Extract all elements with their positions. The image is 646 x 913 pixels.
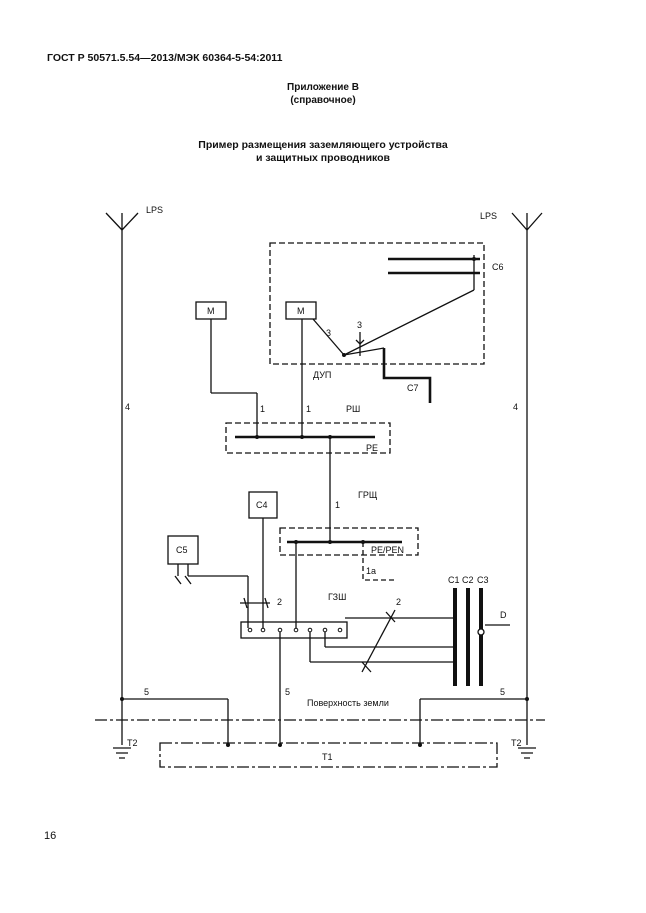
label-n5-left: 5 [144,687,149,697]
label-n3a: 3 [326,328,331,338]
label-n1a-sub: 1a [366,566,376,576]
label-c3: C3 [477,575,489,585]
grsch-enclosure [279,527,419,556]
label-t1: T1 [322,752,333,762]
label-c6: C6 [492,262,504,272]
t2-right-ground [518,747,536,759]
label-n4-left: 4 [125,402,130,412]
label-n5-right: 5 [500,687,505,697]
gzsh-bar [240,621,348,639]
figure-title: Пример размещения заземляющего устройств… [0,139,646,165]
label-c5: C5 [176,545,188,555]
label-n4-right: 4 [513,402,518,412]
label-c2: C2 [462,575,474,585]
label-motor-right: M [297,306,305,316]
label-c7: C7 [407,383,419,393]
label-n2b: 2 [396,597,401,607]
label-n1a: 1 [260,404,265,414]
appendix-heading: Приложение В (справочное) [0,81,646,107]
label-t2-left: T2 [127,738,138,748]
motor-right [285,301,317,320]
label-c4: C4 [256,500,268,510]
t2-left-ground [113,747,131,759]
appendix-note: (справочное) [290,95,356,106]
lps-right-terminal [511,212,543,231]
label-ground-surface: Поверхность земли [307,698,389,708]
figure-title-line2: и защитных проводников [255,152,391,164]
label-n3b: 3 [357,320,362,330]
rsh-enclosure [225,422,391,454]
label-c1: C1 [448,575,460,585]
c5-box [167,535,199,565]
label-d: D [500,610,507,620]
standard-header: ГОСТ Р 50571.5.54—2013/МЭК 60364-5-54:20… [47,52,283,64]
label-pe: PE [366,443,378,453]
label-motor-left: M [207,306,215,316]
label-lps-left: LPS [146,205,163,215]
label-dup: ДУП [313,370,331,380]
dup-enclosure [269,242,485,365]
label-n1b: 1 [306,404,311,414]
lps-left-terminal [105,212,139,231]
page-number: 16 [44,830,57,842]
appendix-title: Приложение В [287,82,359,93]
t1-electrode [159,742,498,768]
label-grsch: ГРЩ [358,490,378,500]
label-n1c: 1 [335,500,340,510]
label-rsh: РШ [346,404,360,414]
label-lps-right: LPS [480,211,497,221]
label-pe-pen: PE/PEN [371,545,404,555]
label-gzsh: ГЗШ [328,592,346,602]
label-t2-right: T2 [511,738,522,748]
label-n2a: 2 [277,597,282,607]
c7-conductor [382,348,432,403]
figure-title-line1: Пример размещения заземляющего устройств… [198,139,448,151]
label-n5-mid: 5 [285,687,290,697]
